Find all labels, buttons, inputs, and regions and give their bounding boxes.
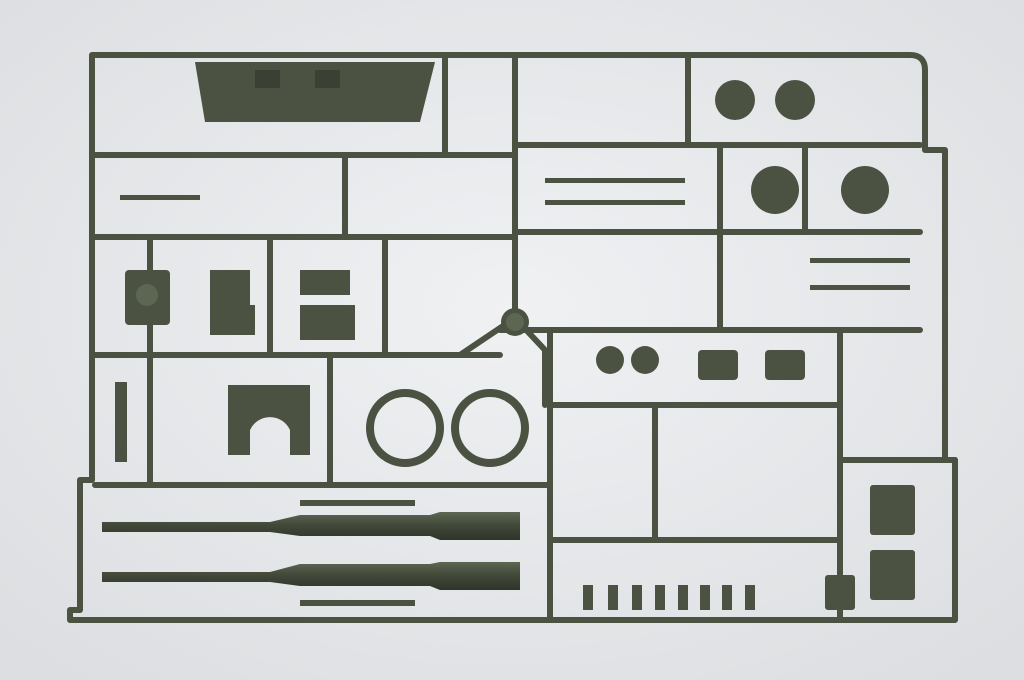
part-post xyxy=(115,382,127,462)
part-rod xyxy=(545,178,685,183)
part-block xyxy=(300,305,355,340)
part-wheel xyxy=(751,166,799,214)
part-small-row xyxy=(583,585,755,610)
part-block xyxy=(300,270,350,295)
part-block xyxy=(210,305,255,335)
part-block xyxy=(698,350,738,380)
part-rail xyxy=(300,600,415,606)
part-block xyxy=(765,350,805,380)
part-rod xyxy=(810,258,910,263)
part-rod xyxy=(120,195,200,200)
part-ring xyxy=(136,284,158,306)
barrel-lower xyxy=(102,562,520,590)
part-dome xyxy=(596,346,624,374)
part-detail xyxy=(315,70,340,88)
part-wheel xyxy=(841,166,889,214)
part-box xyxy=(825,575,855,610)
parts xyxy=(115,62,915,610)
barrel-upper xyxy=(102,512,520,540)
part-block xyxy=(210,270,250,305)
part-rod xyxy=(545,200,685,205)
part-dome xyxy=(631,346,659,374)
part-detail xyxy=(255,70,280,88)
part-wheel xyxy=(775,80,815,120)
part-wheel xyxy=(715,80,755,120)
part-ring xyxy=(451,389,529,467)
part-box xyxy=(870,550,915,600)
gun-barrels xyxy=(102,512,520,590)
part-rail xyxy=(300,500,415,506)
part-box xyxy=(870,485,915,535)
sprue-hub-face xyxy=(506,313,524,331)
part-rod xyxy=(810,285,910,290)
part-u-plate xyxy=(228,385,310,455)
part-ring xyxy=(366,389,444,467)
